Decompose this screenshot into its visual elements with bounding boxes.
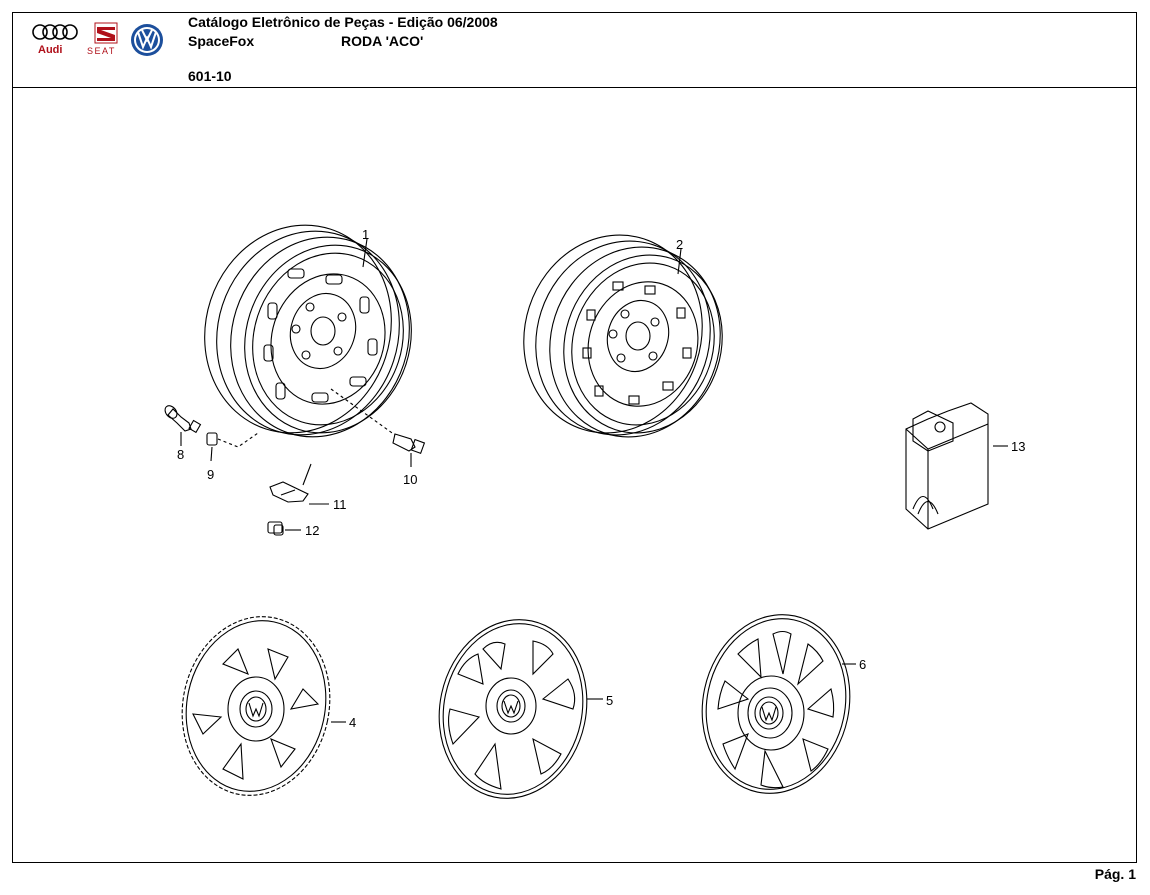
parts-illustration: 1 2 8	[164, 224, 1025, 799]
callout-2: 2	[676, 237, 683, 252]
steel-wheel-part-1	[204, 224, 412, 438]
callout-8: 8	[177, 447, 184, 462]
steel-wheel-part-2	[523, 234, 723, 438]
seat-logo	[94, 22, 118, 44]
vw-logo	[131, 24, 163, 56]
catalog-header: Audi SEAT Catálogo Eletrônico de Peças -…	[13, 13, 1136, 88]
callout-5: 5	[606, 693, 613, 708]
balance-weight-part-11	[269, 481, 309, 503]
parts-group: RODA 'ACO'	[341, 33, 424, 49]
brand-logos: Audi SEAT	[32, 22, 163, 56]
callout-6: 6	[859, 657, 866, 672]
catalog-page-frame: Audi SEAT Catálogo Eletrônico de Peças -…	[12, 12, 1137, 863]
callout-9: 9	[207, 467, 214, 482]
callout-13: 13	[1011, 439, 1025, 454]
audi-rings-logo	[32, 24, 78, 40]
callout-10: 10	[403, 472, 417, 487]
callout-4: 4	[349, 715, 356, 730]
tpms-unit-part-13	[905, 402, 989, 530]
wheel-bolt-part-10	[392, 433, 426, 455]
seat-wordmark: SEAT	[87, 46, 116, 56]
hubcap-part-5	[438, 619, 588, 799]
valve-part-8	[164, 405, 202, 434]
valve-cap-part-9	[206, 432, 218, 446]
vehicle-model: SpaceFox	[188, 33, 255, 49]
callout-1: 1	[362, 227, 369, 242]
illustration-code: 601-10	[188, 68, 232, 84]
hubcap-part-4	[181, 616, 331, 796]
callout-12: 12	[305, 523, 319, 538]
page-number: Pág. 1	[1094, 866, 1136, 882]
callout-11: 11	[333, 497, 347, 512]
clip-part-12	[267, 521, 284, 536]
audi-wordmark: Audi	[38, 44, 62, 56]
hubcap-part-6	[701, 614, 851, 794]
catalog-title: Catálogo Eletrônico de Peças - Edição 06…	[188, 14, 498, 30]
